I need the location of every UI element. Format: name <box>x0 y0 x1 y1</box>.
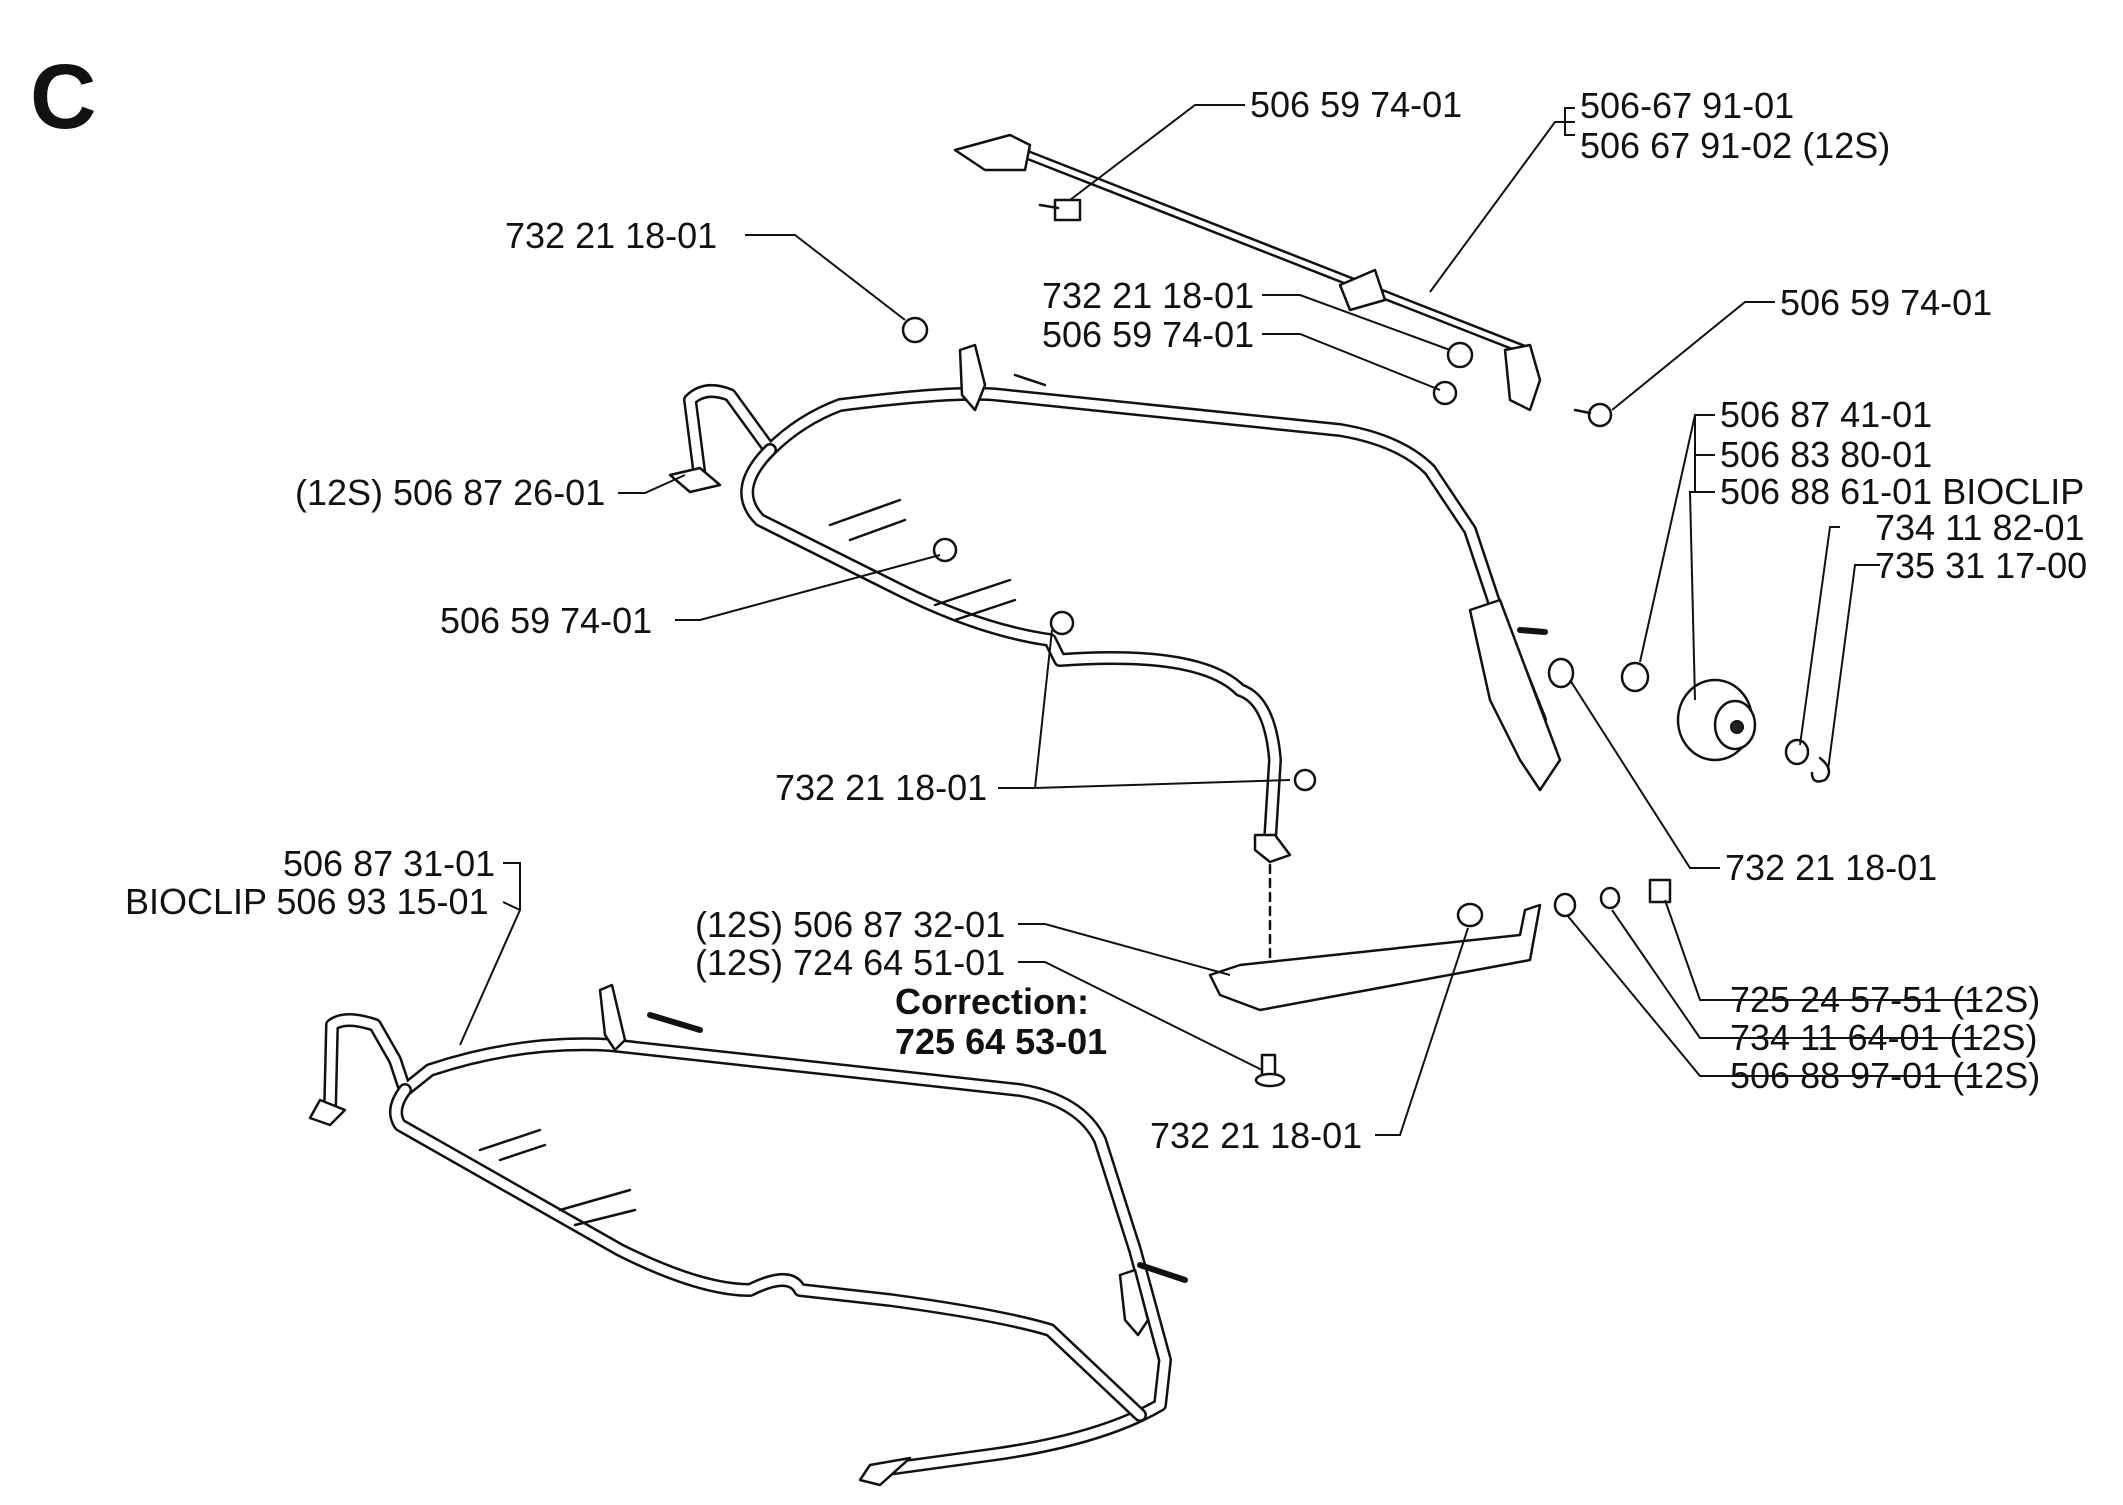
correction-part: 725 64 53-01 <box>895 1021 1107 1062</box>
label-part-732-21-18-01-d: 732 21 18-01 <box>1725 847 1937 888</box>
label-part-725-24-57-51: 725 24 57-51 (12S) <box>1730 979 2040 1020</box>
label-part-734-11-82-01: 734 11 82-01 <box>1875 507 2085 548</box>
label-part-506-83-80-01: 506 83 80-01 <box>1720 434 1932 475</box>
top-rod-drawing <box>901 133 1613 428</box>
label-part-506-67-91-02: 506 67 91-02 (12S) <box>1580 125 1890 166</box>
label-part-506-87-41-01: 506 87 41-01 <box>1720 394 1932 435</box>
label-part-732-21-18-01-c: 732 21 18-01 <box>775 767 987 808</box>
label-part-506-59-74-01-top: 506 59 74-01 <box>1250 84 1462 125</box>
label-part-506-59-74-01-b: 506 59 74-01 <box>1042 314 1254 355</box>
label-part-506-67-91-01: 506-67 91-01 <box>1580 85 1794 126</box>
upper-frame-drawing <box>668 343 1562 864</box>
label-part-732-21-18-01-a: 732 21 18-01 <box>505 215 717 256</box>
label-part-734-11-64-01: 734 11 64-01 (12S) <box>1730 1017 2038 1058</box>
label-part-506-87-31-01: 506 87 31-01 <box>283 843 495 884</box>
leader-lines <box>459 104 1982 1136</box>
section-letter: C <box>30 46 96 148</box>
middle-parts-drawing <box>932 537 1672 1088</box>
label-part-732-21-18-01-b: 732 21 18-01 <box>1042 275 1254 316</box>
part-labels: 506 59 74-01 506-67 91-01 506 67 91-02 (… <box>125 84 2087 1156</box>
label-part-bioclip-506-93-15-01: BIOCLIP 506 93 15-01 <box>125 881 489 922</box>
label-part-506-87-32-01: (12S) 506 87 32-01 <box>695 904 1005 945</box>
label-part-735-31-17-00: 735 31 17-00 <box>1875 545 2087 586</box>
wheel-drawing <box>1517 627 1831 783</box>
label-part-506-87-26-01: (12S) 506 87 26-01 <box>295 472 605 513</box>
label-part-506-59-74-01-c: 506 59 74-01 <box>1780 282 1992 323</box>
label-part-506-88-97-01: 506 88 97-01 (12S) <box>1730 1055 2040 1096</box>
label-part-506-59-74-01-d: 506 59 74-01 <box>440 600 652 641</box>
correction-title: Correction: <box>895 981 1089 1022</box>
label-part-506-88-61-01-bioclip: 506 88 61-01 BIOCLIP <box>1720 471 2084 512</box>
label-part-724-64-51-01: (12S) 724 64 51-01 <box>695 942 1005 983</box>
label-part-732-21-18-01-e: 732 21 18-01 <box>1150 1115 1362 1156</box>
lower-frame-drawing <box>308 983 1188 1487</box>
